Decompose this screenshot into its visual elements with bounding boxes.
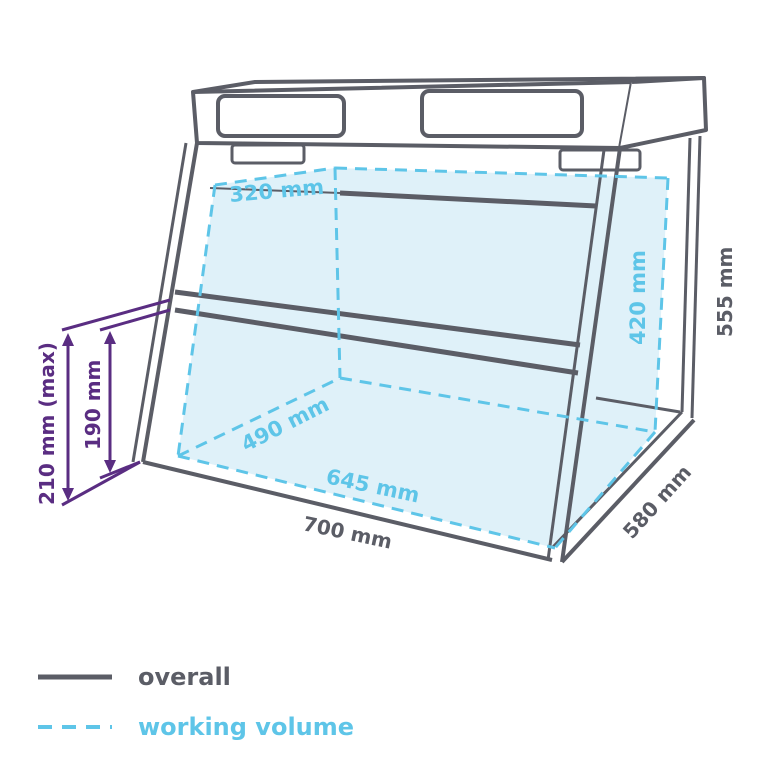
label-overall-depth: 580 mm	[618, 460, 696, 543]
hood-window-left	[216, 94, 346, 138]
legend: overall working volume	[38, 663, 354, 741]
hood-side	[619, 76, 708, 150]
label-working-height: 420 mm	[626, 250, 650, 345]
light-left	[230, 143, 306, 165]
working-volume-fill	[178, 168, 668, 548]
cabinet-frame	[131, 76, 708, 564]
working-volume-outline	[176, 166, 670, 550]
opening-dimension	[61, 298, 171, 507]
legend-working-label: working volume	[138, 713, 354, 741]
label-overall-height: 555 mm	[713, 247, 737, 337]
label-opening-max: 210 mm (max)	[35, 342, 59, 505]
hood-window-right	[420, 89, 584, 138]
legend-overall-label: overall	[138, 663, 231, 691]
light-right	[558, 148, 642, 172]
label-opening: 190 mm	[81, 360, 105, 450]
